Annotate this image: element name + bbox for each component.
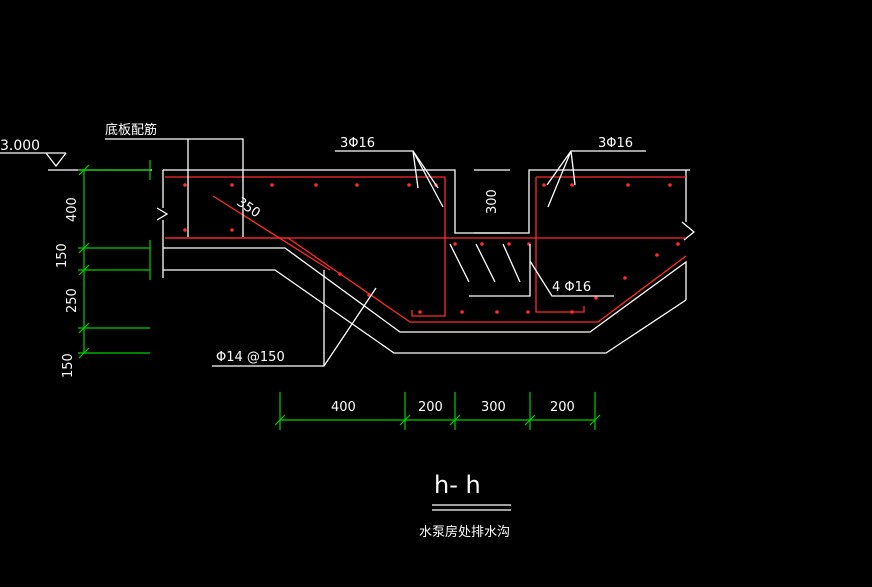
vertical-dim-4: 150 [61, 353, 76, 378]
horizontal-dim-3: 300 [481, 400, 506, 415]
vertical-dim-2: 150 [55, 243, 70, 268]
vertical-dimension-chain: 400 150 250 150 [55, 160, 151, 378]
elevation-label: 3.000 [0, 138, 40, 154]
horizontal-dimension-chain: 400 200 300 200 [274, 392, 601, 430]
top-bars-left-label: 3Φ16 [340, 136, 375, 151]
annotations: 底板配筋 3Φ16 3Φ16 350 300 4 Φ16 Φ14 @150 [105, 122, 646, 367]
vertical-dim-3: 250 [65, 288, 80, 313]
pit-depth-label: 300 [485, 189, 500, 214]
horizontal-dim-4: 200 [550, 400, 575, 415]
horizontal-dim-1: 400 [331, 400, 356, 415]
bottom-slab-rebar-label: 底板配筋 [105, 122, 157, 138]
pit-bars-label: 4 Φ16 [552, 280, 591, 295]
section-mark: h- h [434, 471, 481, 499]
pit-depth-dimension: 300 [474, 169, 510, 234]
top-bars-right-label: 3Φ16 [598, 136, 633, 151]
slope-dimension-label: 350 [234, 195, 263, 221]
horizontal-dim-2: 200 [418, 400, 443, 415]
stirrup-label: Φ14 @150 [216, 350, 285, 365]
elevation-marker: 3.000 [0, 138, 152, 171]
concrete-outline [156, 169, 696, 354]
vertical-dim-1: 400 [65, 197, 80, 222]
section-caption: 水泵房处排水沟 [419, 524, 510, 540]
section-title: h- h 水泵房处排水沟 [419, 471, 511, 540]
